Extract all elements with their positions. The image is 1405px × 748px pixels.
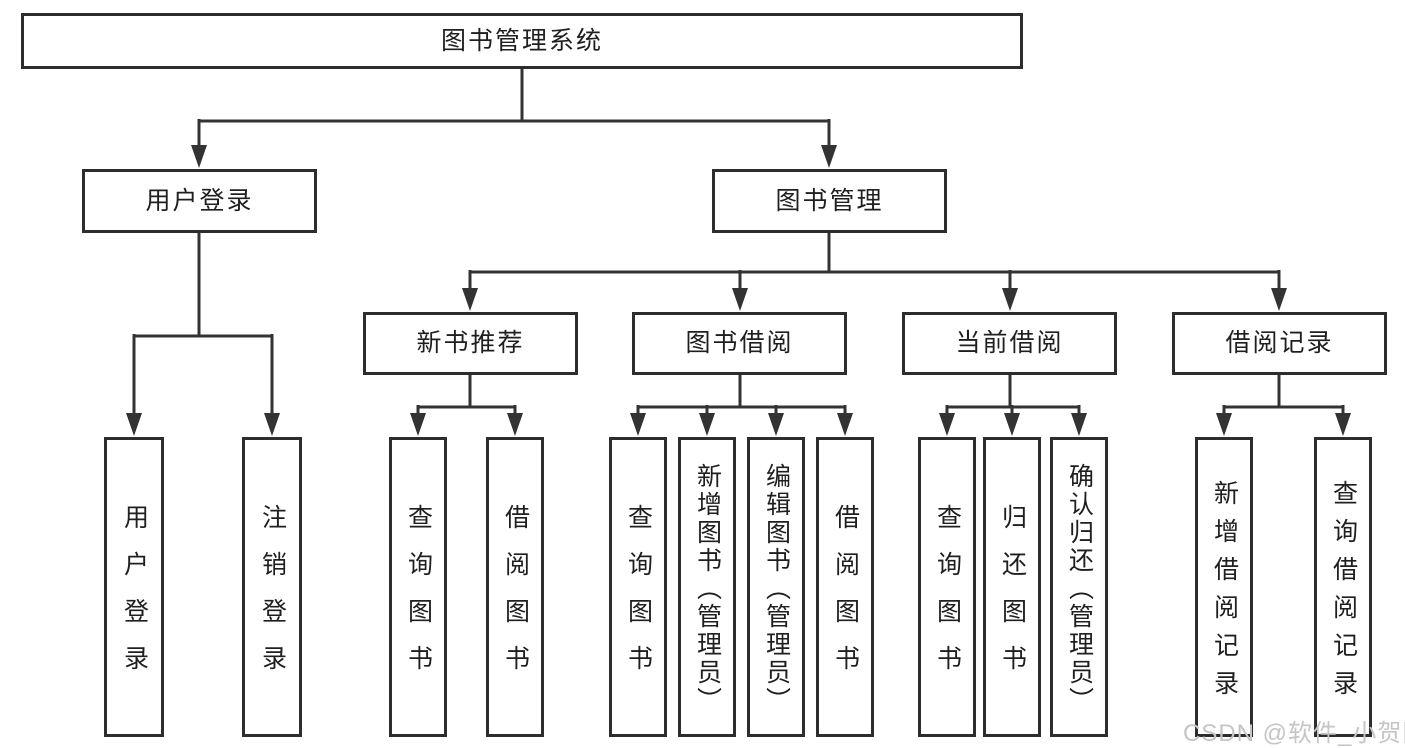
leaf-add-borrow-record-label: 新增借阅记录 [1210, 479, 1239, 708]
leaf-query-borrow-record: 查询借阅记录 [1314, 437, 1372, 737]
leaf-query-book-2: 查询图书 [609, 437, 667, 737]
leaf-query-borrow-record-label: 查询借阅记录 [1329, 479, 1358, 708]
leaf-query-book-2-label: 查询图书 [624, 504, 653, 692]
leaf-borrow-book-1: 借阅图书 [486, 437, 544, 737]
node-borrow-records: 借阅记录 [1172, 312, 1387, 375]
leaf-edit-book-admin: 编辑图书（管理员） [747, 437, 805, 737]
leaf-query-book-3-label: 查询图书 [933, 504, 962, 692]
leaf-user-login-label: 用户登录 [120, 504, 149, 692]
node-current-borrow: 当前借阅 [902, 312, 1117, 375]
csdn-watermark: CSDN @软件_小贺同学 [1183, 720, 1405, 747]
node-user-login-label: 用户登录 [145, 186, 254, 215]
leaf-add-book-admin-label: 新增图书（管理员） [693, 462, 722, 715]
leaf-logout: 注销登录 [242, 437, 302, 737]
leaf-edit-book-admin-label: 编辑图书（管理员） [762, 462, 791, 715]
leaf-query-book-1: 查询图书 [389, 437, 447, 737]
leaf-add-book-admin: 新增图书（管理员） [678, 437, 736, 737]
node-root-system: 图书管理系统 [21, 13, 1023, 69]
leaf-query-book-3: 查询图书 [918, 437, 976, 737]
node-user-login: 用户登录 [82, 169, 317, 233]
node-borrow-records-label: 借阅记录 [1225, 329, 1334, 357]
node-root-label: 图书管理系统 [440, 26, 603, 55]
leaf-borrow-book-2: 借阅图书 [816, 437, 874, 737]
leaf-borrow-book-2-label: 借阅图书 [831, 504, 860, 692]
leaf-borrow-book-1-label: 借阅图书 [501, 504, 530, 692]
node-book-management: 图书管理 [712, 169, 947, 233]
leaf-add-borrow-record: 新增借阅记录 [1195, 437, 1253, 737]
node-new-book-recommend-label: 新书推荐 [416, 329, 525, 357]
leaf-logout-label: 注销登录 [258, 504, 287, 692]
node-new-book-recommend: 新书推荐 [363, 312, 578, 375]
leaf-confirm-return-admin-label: 确认归还（管理员） [1065, 462, 1094, 715]
leaf-return-book-label: 归还图书 [998, 504, 1027, 692]
node-book-borrow: 图书借阅 [632, 312, 847, 375]
leaf-query-book-1-label: 查询图书 [404, 504, 433, 692]
leaf-return-book: 归还图书 [983, 437, 1041, 737]
node-book-management-label: 图书管理 [775, 186, 884, 215]
leaf-user-login: 用户登录 [104, 437, 164, 737]
node-book-borrow-label: 图书借阅 [685, 329, 794, 357]
node-current-borrow-label: 当前借阅 [955, 329, 1064, 357]
leaf-confirm-return-admin: 确认归还（管理员） [1050, 437, 1108, 737]
arrowheads [126, 145, 1351, 436]
